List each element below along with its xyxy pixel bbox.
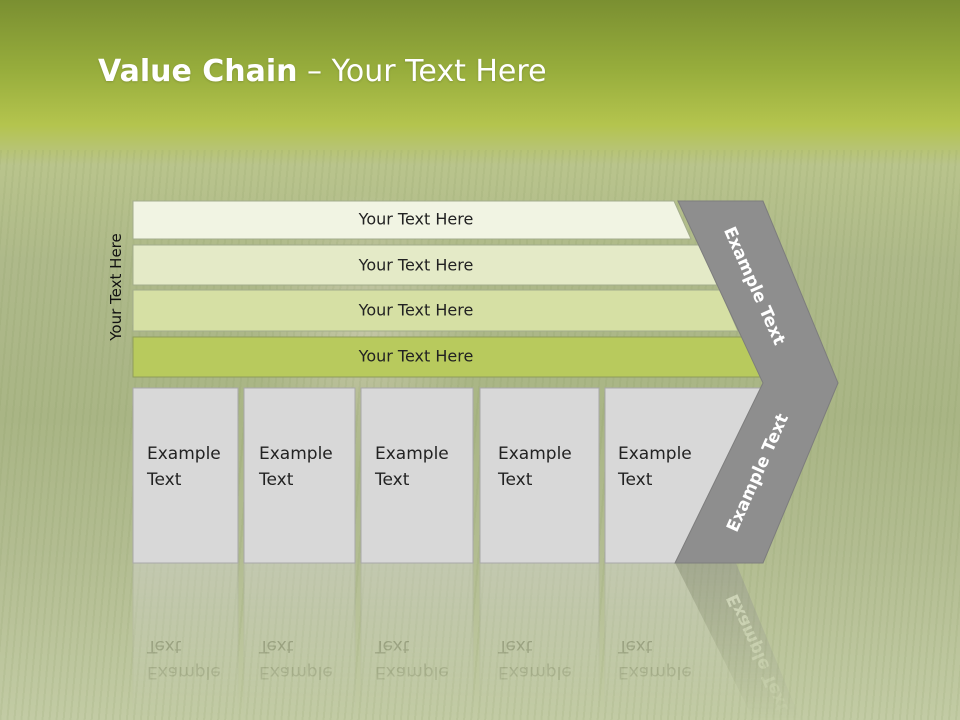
svg-text:Text: Text bbox=[497, 636, 533, 656]
svg-text:Text: Text bbox=[617, 636, 653, 656]
column-5-line1: Example bbox=[618, 444, 692, 464]
bar-3-label: Your Text Here bbox=[358, 301, 474, 320]
svg-text:Example: Example bbox=[259, 662, 333, 682]
svg-text:Text: Text bbox=[146, 636, 182, 656]
title-bold: Value Chain bbox=[98, 54, 298, 89]
column-4-line2: Text bbox=[497, 470, 533, 490]
reflection: Example Text Example Text Example Text Exam… bbox=[132, 562, 801, 720]
column-box-4 bbox=[479, 387, 600, 564]
column-1-line1: Example bbox=[147, 444, 221, 464]
svg-text:Example: Example bbox=[147, 662, 221, 682]
bar-1-label: Your Text Here bbox=[358, 210, 474, 229]
column-2-line2: Text bbox=[258, 470, 294, 490]
column-1-line2: Text bbox=[146, 470, 182, 490]
column-2-line1: Example bbox=[259, 444, 333, 464]
title-rest: – Your Text Here bbox=[297, 54, 547, 89]
svg-text:Example: Example bbox=[498, 662, 572, 682]
bar-1 bbox=[132, 200, 692, 240]
svg-text:Text: Text bbox=[374, 636, 410, 656]
svg-text:Example: Example bbox=[375, 662, 449, 682]
page-title: Value Chain – Your Text Here bbox=[98, 54, 547, 89]
column-box-2 bbox=[243, 387, 356, 564]
column-3-line2: Text bbox=[374, 470, 410, 490]
svg-text:Text: Text bbox=[258, 636, 294, 656]
svg-text:Example: Example bbox=[618, 662, 692, 682]
bar-2-label: Your Text Here bbox=[358, 256, 474, 275]
column-3-line1: Example bbox=[375, 444, 449, 464]
column-box-1 bbox=[132, 387, 239, 564]
bar-3 bbox=[132, 289, 739, 332]
chevron-arrow bbox=[674, 200, 839, 564]
column-4-line1: Example bbox=[498, 444, 572, 464]
column-5-line2: Text bbox=[617, 470, 653, 490]
bar-4-label: Your Text Here bbox=[358, 347, 474, 366]
column-box-3 bbox=[360, 387, 474, 564]
